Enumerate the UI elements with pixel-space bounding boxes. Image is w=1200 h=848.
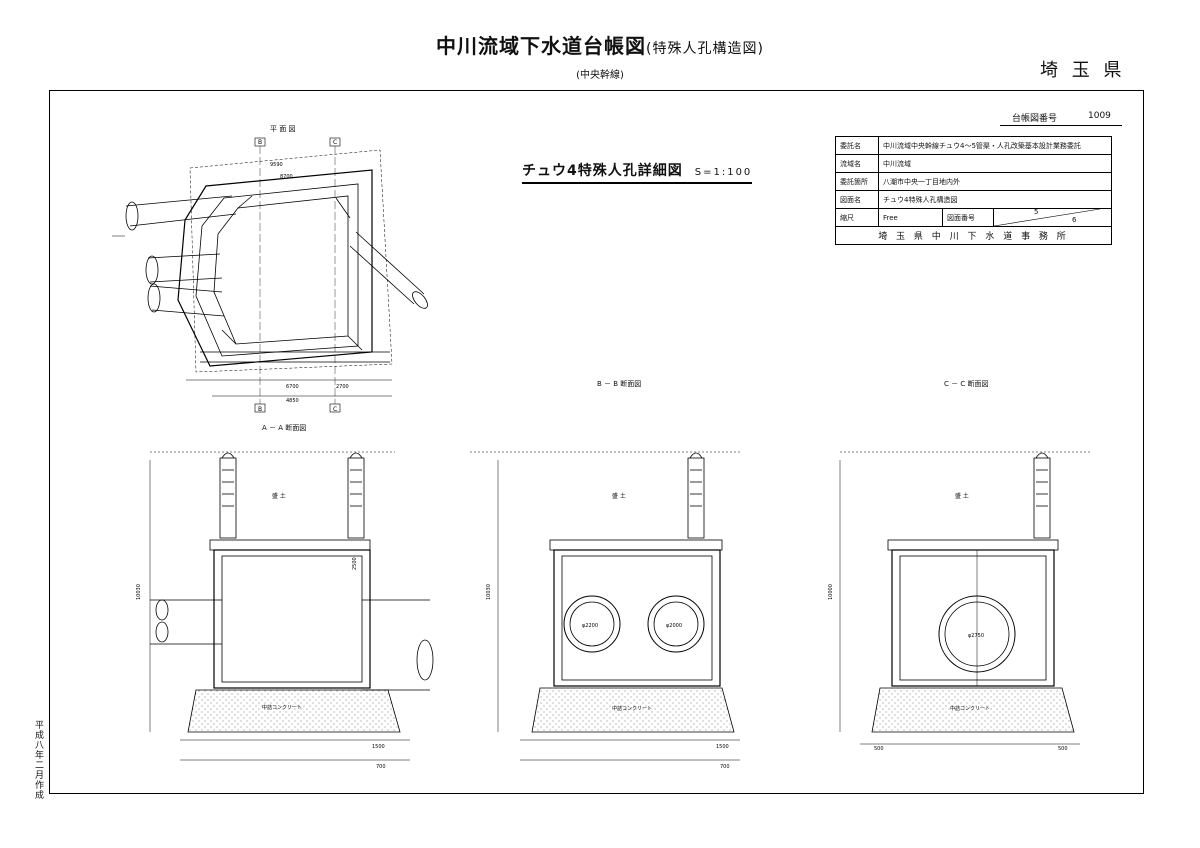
prefecture-label: 埼 玉 県 bbox=[1040, 60, 1126, 81]
pipe-label-b2: φ2000 bbox=[666, 623, 682, 629]
drawing-number-label: 台帳図番号 bbox=[1012, 114, 1058, 124]
pipe-label-c: φ2750 bbox=[968, 633, 984, 639]
dim-a-bot1: 1500 bbox=[372, 744, 385, 750]
dim-plan-bot3: 2700 bbox=[336, 384, 349, 390]
page-subtitle: (中央幹線) bbox=[576, 70, 624, 81]
cut-mark-c-top: C bbox=[333, 139, 337, 146]
concrete-label-c: 中詰コンクリート bbox=[950, 705, 990, 712]
title-block-row: 埼 玉 県 中 川 下 水 道 事 務 所 bbox=[835, 226, 1112, 245]
side-note: 平成八年二月作成 bbox=[33, 720, 43, 800]
dim-b-bot2: 700 bbox=[720, 764, 730, 770]
section-a-view bbox=[149, 451, 434, 761]
dim-a2: 2500 bbox=[352, 557, 358, 570]
plan-view-label: 平 面 図 bbox=[270, 125, 296, 133]
dim-plan-top1: 9590 bbox=[270, 162, 283, 168]
dim-plan-bot2: 4850 bbox=[286, 398, 299, 404]
soil-label-b: 盛 土 bbox=[612, 492, 626, 500]
dim-c-bot2: 500 bbox=[1058, 746, 1068, 752]
drawing-number-value: 1009 bbox=[1088, 111, 1111, 121]
dim-plan-top2: 8700 bbox=[280, 174, 293, 180]
cut-mark-c-bottom: C bbox=[333, 406, 337, 413]
page-title-sub: (特殊人孔構造図) bbox=[646, 41, 764, 57]
drawing-number: 台帳図番号 1009 bbox=[1000, 109, 1122, 126]
dim-b1: 10030 bbox=[486, 584, 492, 600]
dim-plan-bot1: 6700 bbox=[286, 384, 299, 390]
drawing-frame bbox=[49, 90, 1144, 794]
page-title: 中川流域下水道台帳図(特殊人孔構造図) bbox=[436, 34, 764, 58]
soil-label-c: 盛 土 bbox=[955, 492, 969, 500]
title-block-row: 委託箇所八潮市中央一丁目地内外 bbox=[835, 172, 1112, 191]
soil-label-a: 盛 土 bbox=[272, 492, 286, 500]
dim-a1: 10030 bbox=[136, 584, 142, 600]
title-block-row: 縮尺 Free 図面番号 5 6 bbox=[835, 208, 1112, 227]
cut-mark-b-top: B bbox=[258, 139, 262, 146]
dim-a-bot2: 700 bbox=[376, 764, 386, 770]
concrete-label-a: 中詰コンクリート bbox=[262, 704, 302, 711]
title-block: 委託名中川流域中央幹線チュウ4～5管渠・人孔改築基本設計業務委託 流域名中川流域… bbox=[835, 136, 1112, 245]
section-c-view bbox=[839, 451, 1090, 745]
sheet-number-cell: 5 6 bbox=[993, 208, 1112, 227]
cut-mark-b-bottom: B bbox=[258, 406, 262, 413]
concrete-label-b: 中詰コンクリート bbox=[612, 705, 652, 712]
section-a-label: A － A 断面図 bbox=[262, 424, 307, 432]
section-b-view bbox=[470, 451, 740, 761]
section-c-label: C － C 断面図 bbox=[944, 380, 989, 388]
plan-view bbox=[112, 137, 428, 413]
dim-c1: 10000 bbox=[828, 584, 834, 600]
dim-c-bot1: 500 bbox=[874, 746, 884, 752]
section-b-label: B － B 断面図 bbox=[597, 380, 642, 388]
pipe-label-b1: φ2200 bbox=[582, 623, 598, 629]
dim-b-bot1: 1500 bbox=[716, 744, 729, 750]
